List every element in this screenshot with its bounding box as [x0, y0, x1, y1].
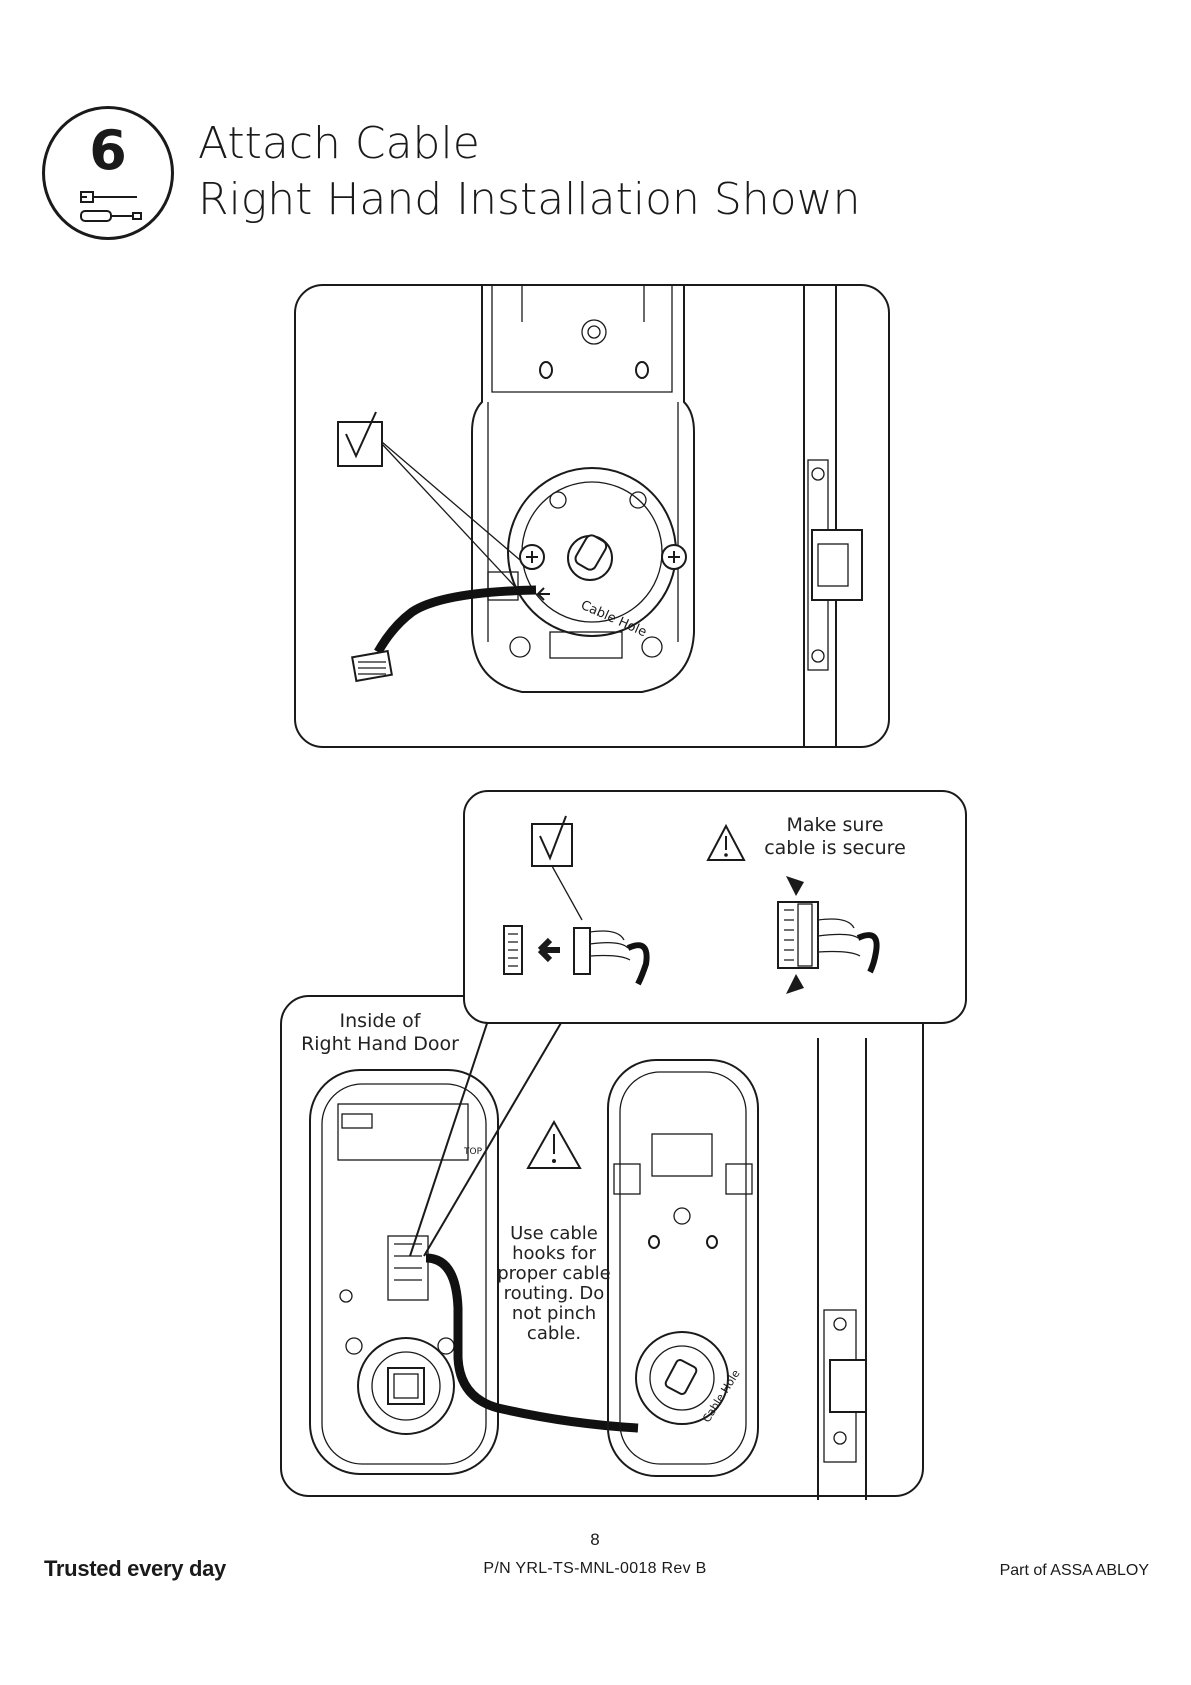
cable-connector	[352, 651, 392, 681]
secure-note: Make sure cable is secure	[742, 814, 928, 860]
cable-hooks-note: Use cable hooks for proper cable routing…	[492, 1224, 616, 1344]
inside-door-line2: Right Hand Door	[300, 1033, 460, 1056]
secure-note-line1: Make sure	[742, 814, 928, 837]
inside-door-line1: Inside of	[300, 1010, 460, 1033]
page-number: 8	[580, 1530, 610, 1550]
hooks-note-line-4: routing. Do	[492, 1284, 616, 1304]
bottom-illustration: TOP	[278, 788, 970, 1500]
plug-icon	[574, 928, 590, 974]
hooks-note-line-3: proper cable	[492, 1264, 616, 1284]
hooks-note-line-1: Use cable	[492, 1224, 616, 1244]
part-number: P/N YRL-TS-MNL-0018 Rev B	[440, 1560, 750, 1578]
step-subtitle: Right Hand Installation Shown	[198, 174, 860, 226]
brand-line: Part of ASSA ABLOY	[1000, 1562, 1149, 1580]
cable	[378, 590, 536, 652]
step-badge: 6	[42, 106, 174, 240]
checkmark-box	[338, 422, 382, 466]
hooks-note-line-6: cable.	[492, 1324, 616, 1344]
top-label: TOP	[463, 1147, 483, 1157]
tagline: Trusted every day	[44, 1556, 226, 1582]
latch-bolt	[812, 530, 862, 600]
top-illustration: Cable Hole	[292, 282, 892, 750]
hooks-note-line-2: hooks for	[492, 1244, 616, 1264]
hooks-note-line-5: not pinch	[492, 1304, 616, 1324]
checkmark-icon	[346, 412, 376, 456]
step-title: Attach Cable	[198, 118, 480, 170]
step-number: 6	[45, 121, 171, 181]
inside-door-label: Inside of Right Hand Door	[300, 1010, 460, 1056]
secure-note-line2: cable is secure	[742, 837, 928, 860]
tools-icon	[79, 189, 143, 225]
